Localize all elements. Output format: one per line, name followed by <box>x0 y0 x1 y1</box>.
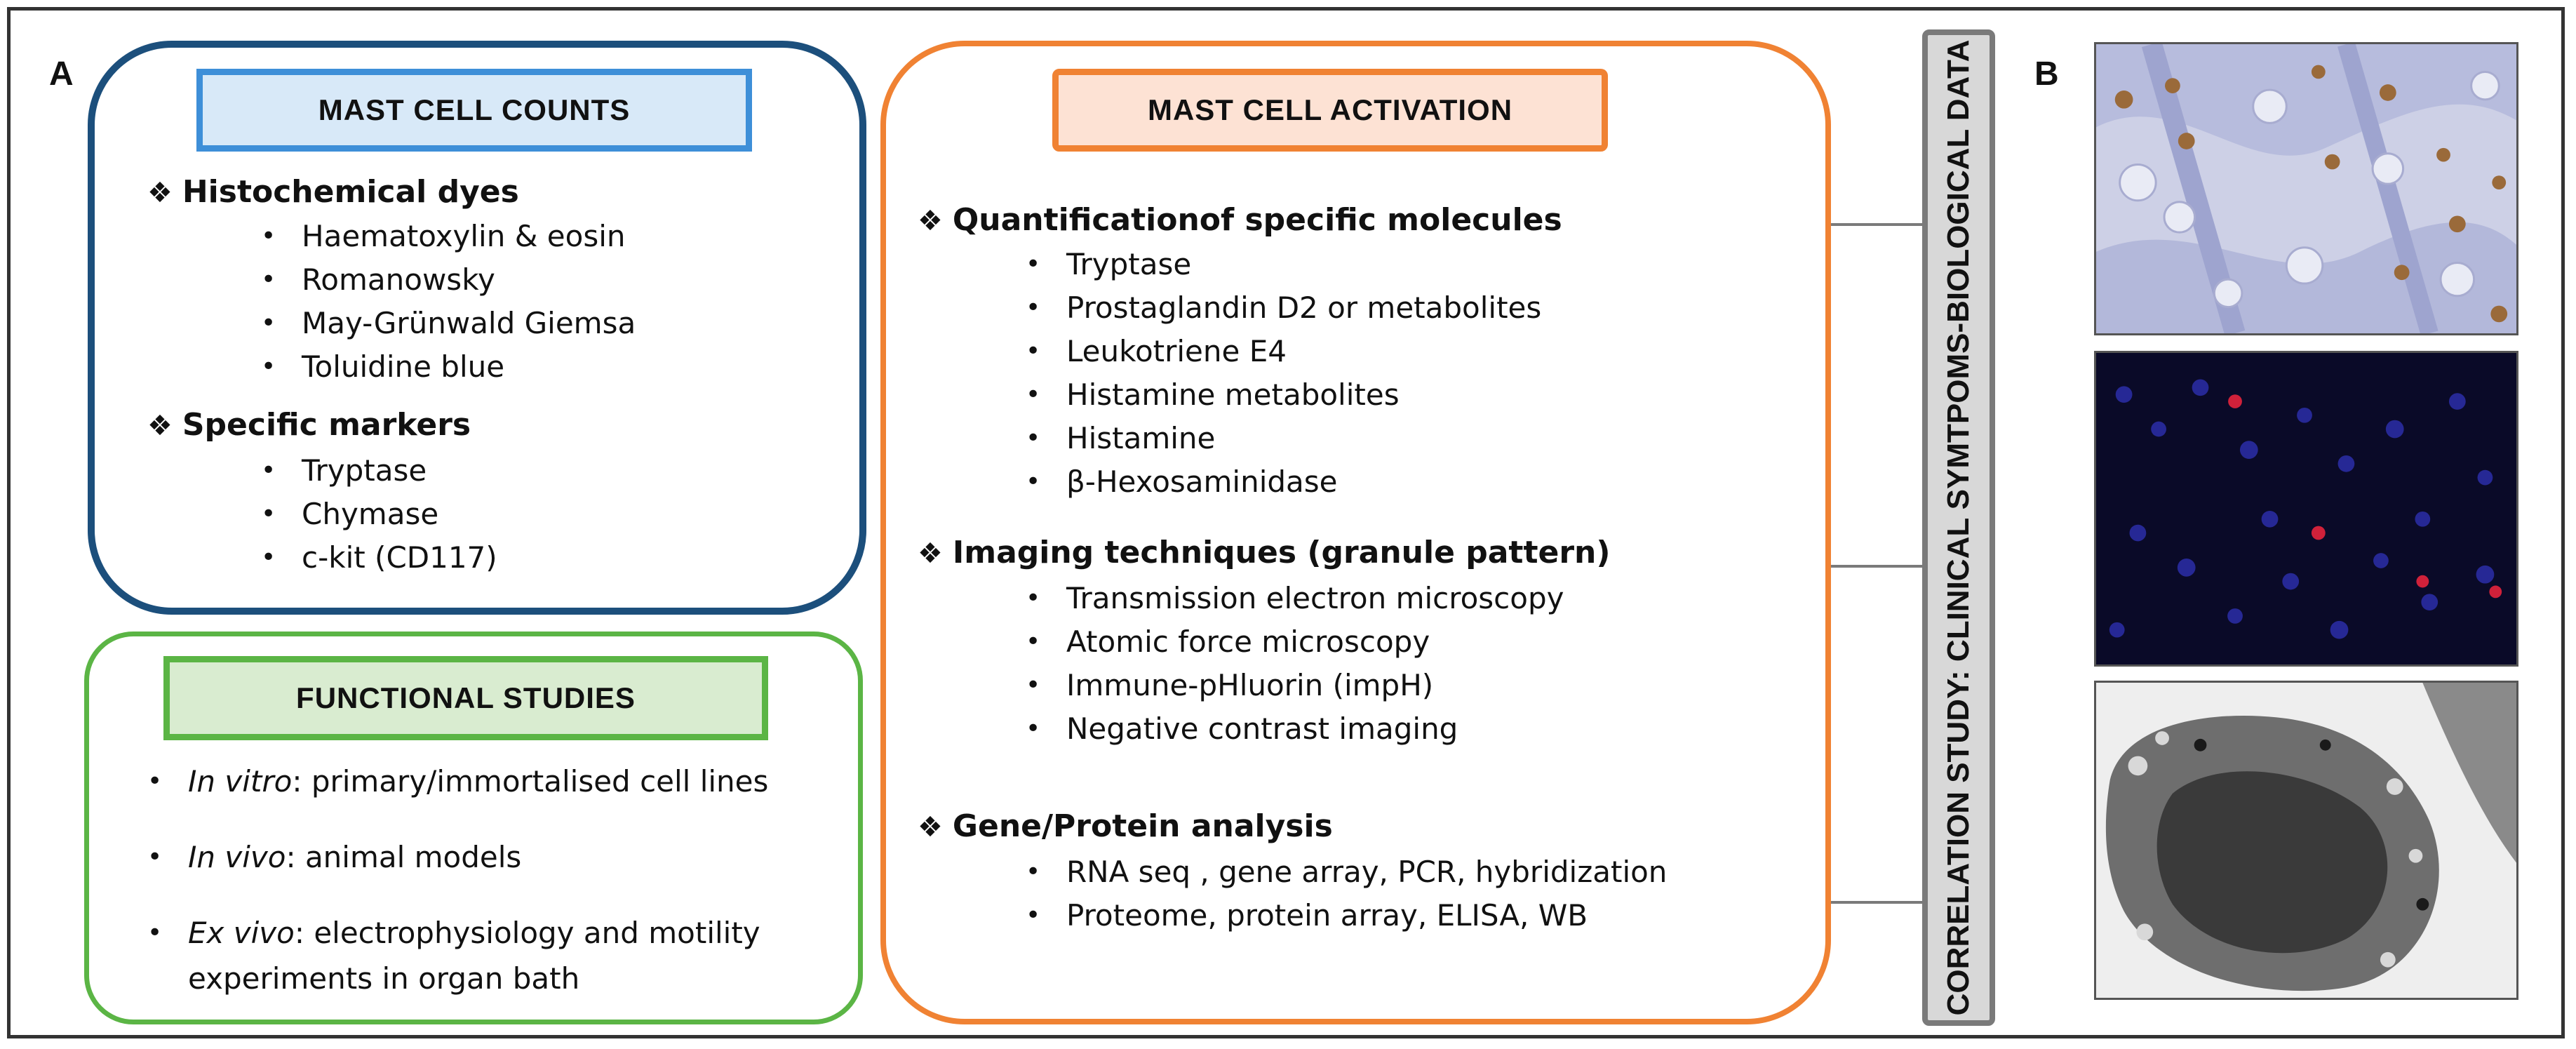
list-item: Tryptase <box>261 449 497 493</box>
electron-micrograph-image <box>2094 681 2518 1000</box>
list-item: RNA seq , gene array, PCR, hybridization <box>1026 850 1667 894</box>
imaging-techniques-heading: ❖Imaging techniques (granule pattern) <box>918 535 1611 570</box>
specific-markers-list: Tryptase Chymase c-kit (CD117) <box>261 449 497 580</box>
list-item: Toluidine blue <box>261 345 636 389</box>
list-item: In vivo: animal models <box>147 820 768 895</box>
connector-line <box>1831 565 1922 568</box>
list-item: Atomic force microscopy <box>1026 620 1564 664</box>
connector-line <box>1831 901 1922 904</box>
gene-protein-heading: ❖Gene/Protein analysis <box>918 808 1333 844</box>
diamond-bullet-icon: ❖ <box>918 537 943 570</box>
correlation-study-label: CORRELATION STUDY: CLINICAL SYMTPOMS-BIO… <box>1941 39 1975 1016</box>
functional-studies-title: FUNCTIONAL STUDIES <box>163 656 768 740</box>
list-item: May-Grünwald Giemsa <box>261 302 636 345</box>
functional-studies-list: In vitro: primary/immortalised cell line… <box>147 744 768 971</box>
list-item: Leukotriene E4 <box>1026 330 1541 373</box>
diamond-bullet-icon: ❖ <box>918 811 943 843</box>
list-item: c-kit (CD117) <box>261 536 497 580</box>
diamond-bullet-icon: ❖ <box>147 177 173 209</box>
list-item: Histamine metabolites <box>1026 373 1541 417</box>
list-item: Haematoxylin & eosin <box>261 215 636 258</box>
gene-protein-list: RNA seq , gene array, PCR, hybridization… <box>1026 850 1667 937</box>
list-item: Negative contrast imaging <box>1026 707 1564 751</box>
list-item: Prostaglandin D2 or metabolites <box>1026 286 1541 330</box>
fluorescence-micrograph-image <box>2094 351 2518 667</box>
histology-micrograph-image <box>2094 42 2518 335</box>
histochemical-dyes-list: Haematoxylin & eosin Romanowsky May-Grün… <box>261 215 636 389</box>
panel-label-b: B <box>2034 55 2059 93</box>
histochemical-dyes-heading: ❖Histochemical dyes <box>147 174 519 210</box>
list-item: Immune-pHluorin (impH) <box>1026 664 1564 707</box>
specific-markers-heading: ❖Specific markers <box>147 407 471 443</box>
mast-cell-activation-title: MAST CELL ACTIVATION <box>1052 69 1608 152</box>
connector-line <box>1831 223 1922 226</box>
list-item: Tryptase <box>1026 243 1541 286</box>
correlation-study-bar: CORRELATION STUDY: CLINICAL SYMTPOMS-BIO… <box>1922 29 1995 1026</box>
quantification-heading: ❖Quantificationof specific molecules <box>918 202 1562 238</box>
figure-frame <box>7 7 2565 1038</box>
list-item: Proteome, protein array, ELISA, WB <box>1026 894 1667 937</box>
list-item: Romanowsky <box>261 258 636 302</box>
diamond-bullet-icon: ❖ <box>147 410 173 442</box>
list-item: Transmission electron microscopy <box>1026 577 1564 620</box>
quantification-list: Tryptase Prostaglandin D2 or metabolites… <box>1026 243 1541 504</box>
diamond-bullet-icon: ❖ <box>918 205 943 237</box>
list-item: In vitro: primary/immortalised cell line… <box>147 744 768 820</box>
panel-label-a: A <box>49 55 74 93</box>
list-item: β-Hexosaminidase <box>1026 460 1541 504</box>
imaging-techniques-list: Transmission electron microscopy Atomic … <box>1026 577 1564 751</box>
mast-cell-counts-title: MAST CELL COUNTS <box>196 69 752 152</box>
list-item: Histamine <box>1026 417 1541 460</box>
list-item: Ex vivo: electrophysiology and motility <box>147 895 768 971</box>
list-item: Chymase <box>261 493 497 536</box>
functional-studies-continuation: experiments in organ bath <box>188 961 580 996</box>
